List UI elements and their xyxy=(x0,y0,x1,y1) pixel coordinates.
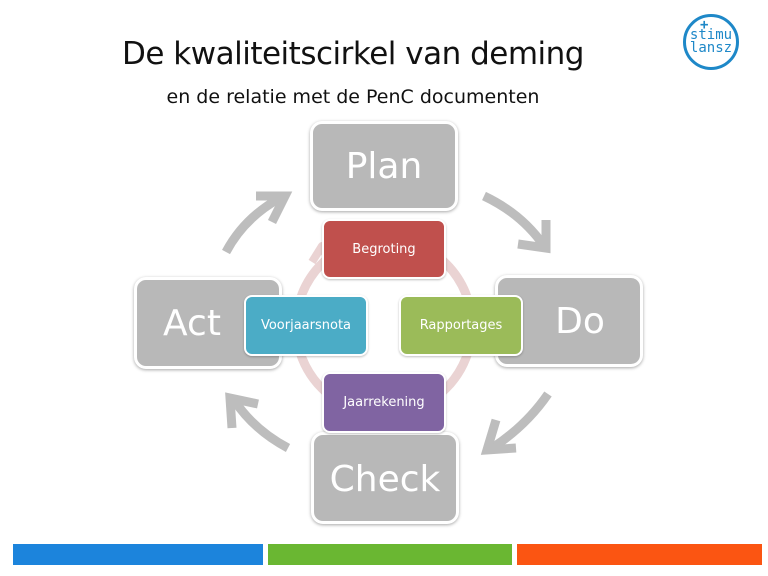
plus-icon: + xyxy=(700,17,709,33)
slide-subtitle: en de relatie met de PenC documenten xyxy=(166,86,540,108)
doc-begroting: Begroting xyxy=(322,219,446,279)
arrow-do-to-check-icon xyxy=(489,391,552,452)
doc-rapportages: Rapportages xyxy=(399,295,523,356)
doc-begroting-label: Begroting xyxy=(352,241,416,257)
doc-rapportages-label: Rapportages xyxy=(419,318,503,333)
pdca-plan-box: Plan xyxy=(310,121,458,211)
arrow-check-to-act-icon xyxy=(230,397,291,452)
logo-line-1: stimu xyxy=(689,27,733,43)
footer-bar-orange xyxy=(517,544,762,565)
arrow-act-to-plan-icon xyxy=(222,194,283,255)
doc-jaarrekening: Jaarrekening xyxy=(322,372,446,433)
pdca-act-label: Act xyxy=(163,302,221,344)
footer-bar-green xyxy=(268,544,512,565)
doc-jaarrekening-label: Jaarrekening xyxy=(343,395,425,410)
pdca-do-label: Do xyxy=(555,300,605,342)
stimulansz-logo: + stimu lansz xyxy=(683,14,739,70)
pdca-check-label: Check xyxy=(329,458,441,500)
pdca-plan-label: Plan xyxy=(345,145,423,187)
arrow-plan-to-do-icon xyxy=(482,191,548,249)
footer-bar-blue xyxy=(13,544,263,565)
doc-voorjaarsnota-label: Voorjaarsnota xyxy=(260,318,352,333)
logo-line-2: lansz xyxy=(689,40,733,56)
slide-title: De kwaliteitscirkel van deming xyxy=(122,36,585,72)
doc-voorjaarsnota: Voorjaarsnota xyxy=(244,295,368,356)
pdca-check-box: Check xyxy=(311,432,459,524)
